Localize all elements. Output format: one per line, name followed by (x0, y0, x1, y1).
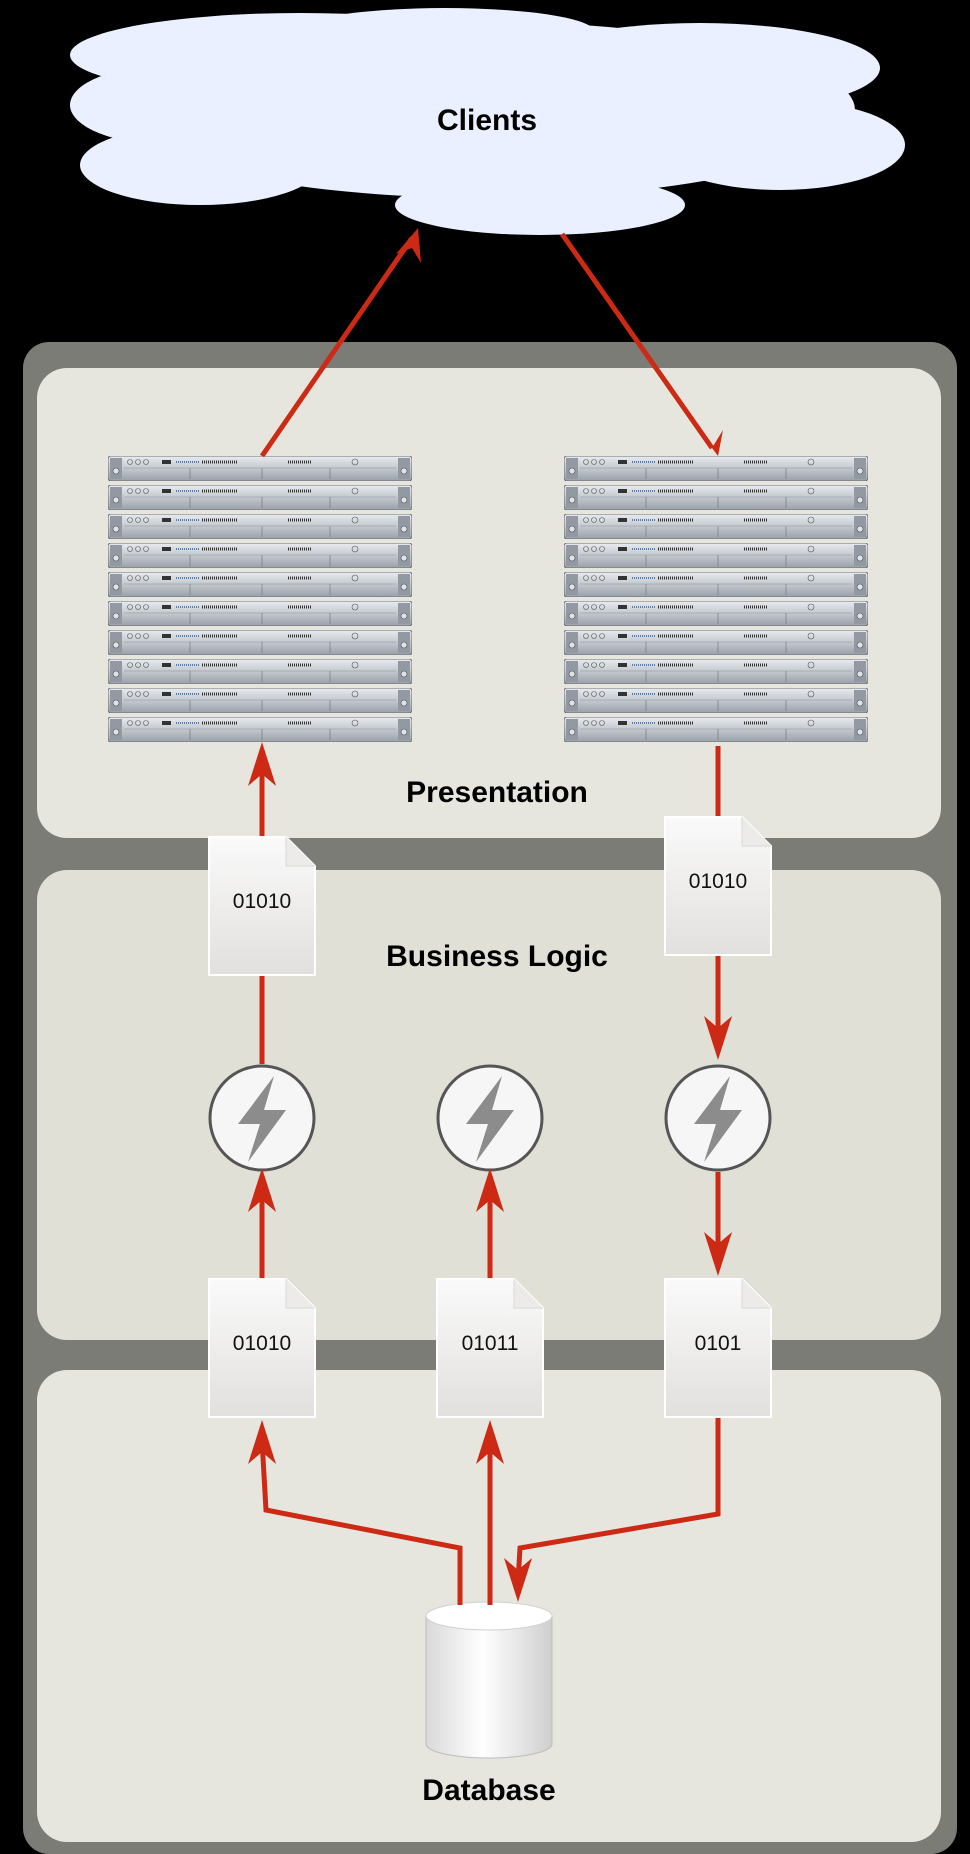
function-node-right (664, 1064, 772, 1172)
rack-server-icon (563, 571, 869, 598)
arrow-doc-to-db-right (515, 1418, 721, 1583)
arrow-from-clients (559, 232, 715, 450)
lightning-bolt-icon (238, 1076, 286, 1162)
arrowhead (248, 1168, 276, 1212)
arrowhead (704, 1016, 732, 1060)
arrow-to-clients (259, 236, 415, 458)
document-code: 01011 (461, 1332, 519, 1355)
document-code: 0101 (694, 1332, 742, 1355)
rack-server-icon (107, 484, 413, 511)
lightning-bolt-icon (466, 1076, 514, 1162)
business-logic-label: Business Logic (386, 940, 608, 973)
document-code: 01010 (232, 890, 292, 913)
rack-server-icon (107, 513, 413, 540)
database-cylinder-icon (425, 1601, 553, 1759)
arrow-db-to-doc-left (259, 1439, 463, 1605)
arrowhead (703, 430, 723, 456)
function-node-left (208, 1064, 316, 1172)
arrowhead (476, 1168, 504, 1212)
document-presentation-right: 01010 (664, 816, 772, 956)
document-presentation-left: 01010 (208, 836, 316, 976)
arrowhead (504, 1558, 532, 1602)
document-icon (664, 816, 772, 956)
arrowhead (704, 1232, 732, 1276)
arrowhead (396, 228, 421, 263)
rack-server-icon (107, 687, 413, 714)
document-icon (664, 1278, 772, 1418)
rack-server-icon (563, 542, 869, 569)
server-rack-right (563, 455, 869, 746)
rack-server-icon (107, 600, 413, 627)
lightning-bolt-icon (694, 1076, 742, 1162)
rack-server-icon (563, 687, 869, 714)
presentation-label: Presentation (406, 776, 588, 809)
arrowhead (248, 1420, 276, 1464)
server-rack-left (107, 455, 413, 746)
document-code: 01010 (232, 1332, 292, 1355)
document-business-middle: 01011 (436, 1278, 544, 1418)
rack-server-icon (107, 629, 413, 656)
document-code: 01010 (688, 870, 748, 893)
rack-server-icon (107, 716, 413, 743)
document-icon (208, 1278, 316, 1418)
document-business-left: 01010 (208, 1278, 316, 1418)
document-icon (436, 1278, 544, 1418)
rack-server-icon (107, 571, 413, 598)
arrowhead (476, 1420, 504, 1464)
arrowhead (248, 742, 276, 786)
document-icon (208, 836, 316, 976)
rack-server-icon (563, 600, 869, 627)
document-business-right: 0101 (664, 1278, 772, 1418)
rack-server-icon (563, 716, 869, 743)
database-label: Database (422, 1774, 556, 1807)
rack-server-icon (563, 658, 869, 685)
clients-cloud (70, 8, 905, 235)
clients-label: Clients (436, 104, 538, 137)
rack-server-icon (107, 542, 413, 569)
